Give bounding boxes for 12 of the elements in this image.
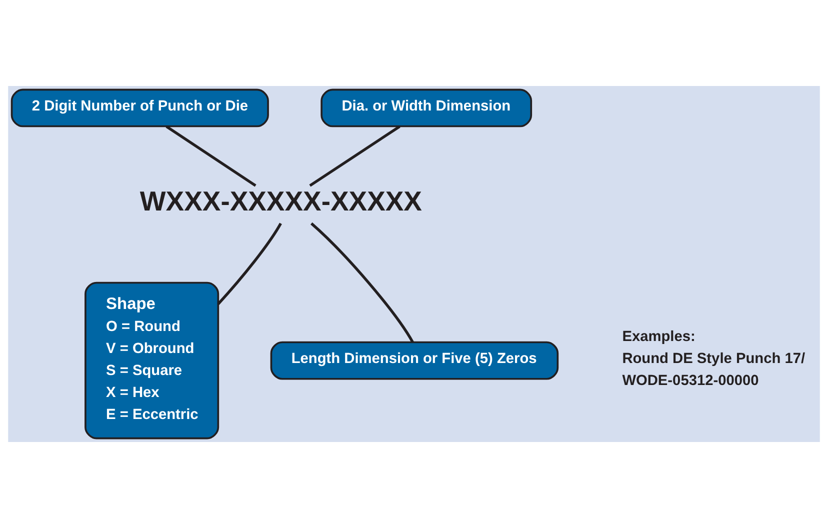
connector [166, 124, 256, 186]
connector [310, 222, 414, 342]
label: WODE-05312-00000 [622, 372, 759, 389]
node-box: Shape O = Round V = Obround S = Square X = Hex E = Eccentric [84, 281, 220, 439]
label: Round DE Style Punch 17/ [622, 350, 806, 367]
connector [309, 124, 400, 186]
connector [217, 222, 282, 304]
node-box: 2 Digit Number of Punch or Die [10, 88, 269, 127]
node-box: Length Dimension or Five (5) Zeros [270, 340, 559, 380]
node-box: Dia. or Width Dimension [320, 88, 532, 127]
node-text: WXXX-XXXXX-XXXXX [140, 184, 422, 216]
label: Examples: [622, 328, 696, 345]
